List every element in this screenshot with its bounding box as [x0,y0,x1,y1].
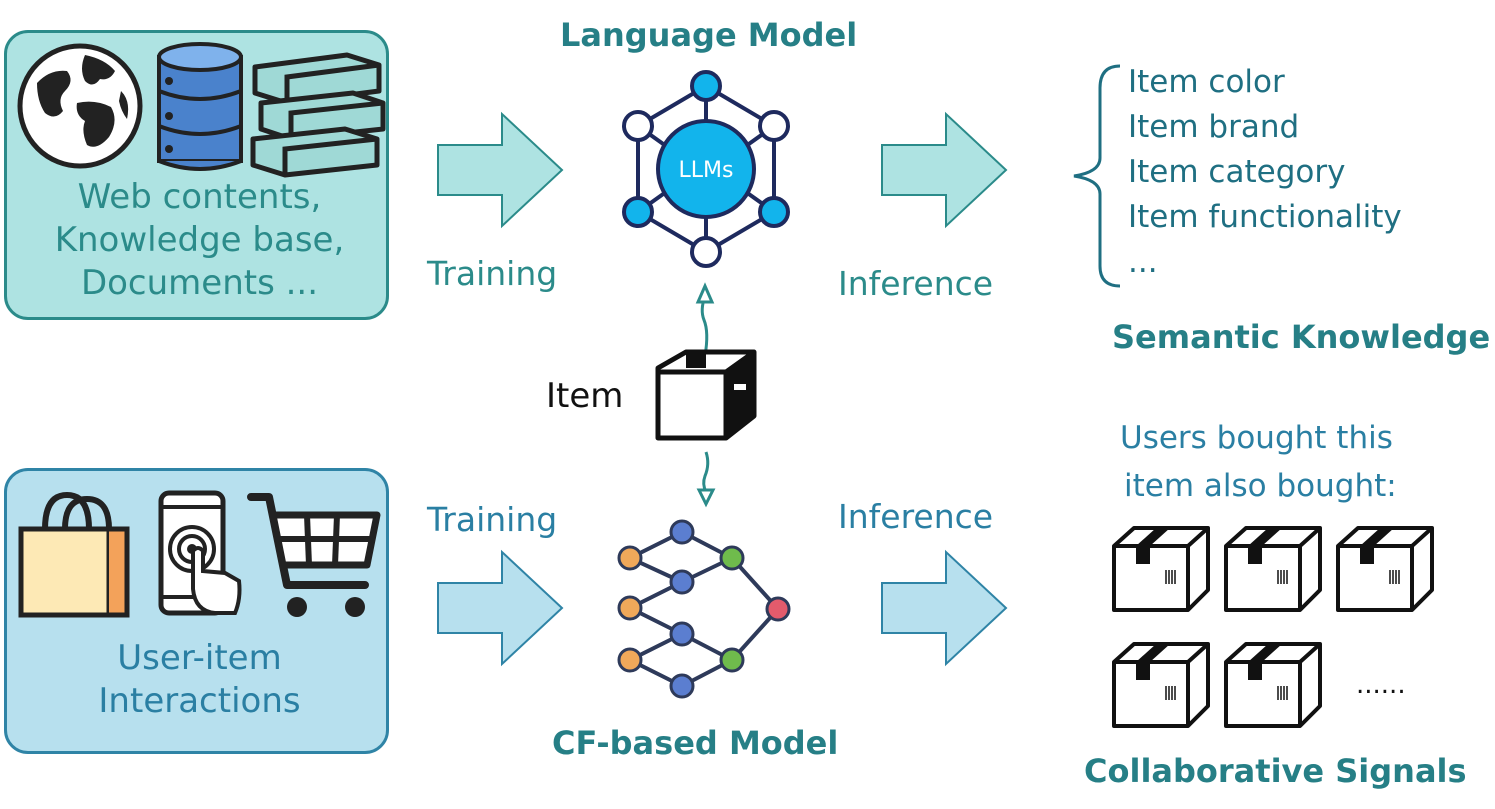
web-knowledge-source-box: Web contents, Knowledge base, Documents … [4,30,389,320]
semantic-item-3: Item category [1128,154,1346,190]
source-bottom-line-2: Interactions [98,681,301,721]
semantic-item-2: Item brand [1128,109,1300,145]
collaborative-signals-title: Collaborative Signals [1084,752,1467,790]
package-box-icon [1224,526,1322,612]
cf-model-title: CF-based Model [552,724,839,762]
item-label: Item [546,376,624,416]
semantic-item-5: ... [1128,244,1158,280]
semantic-item-4: Item functionality [1128,199,1402,235]
collab-ellipsis: ...... [1356,670,1406,700]
top-inference-label: Inference [838,264,994,303]
source-top-line-1: Web contents, [77,177,322,217]
package-box-icon [1336,526,1434,612]
bottom-training-label: Training [427,500,558,539]
shopping-cart-icon [247,493,381,617]
bottom-inference-label: Inference [838,497,994,536]
collab-caption-line-2: item also bought: [1124,468,1397,504]
source-top-line-2: Knowledge base, [54,220,345,260]
source-bottom-line-1: User-item [117,638,282,678]
user-item-interactions-box: User-item Interactions [4,468,389,754]
semantic-item-1: Item color [1128,64,1285,100]
database-icon [157,42,243,171]
source-top-line-3: Documents ... [80,263,319,303]
phone-tap-icon [158,490,242,616]
package-box-icon [1112,526,1210,612]
item-to-llm-connector [695,282,715,357]
shopping-bag-icon [18,491,130,618]
books-icon [250,52,386,178]
package-box-icon [1224,642,1322,728]
bottom-training-arrow [437,549,564,667]
package-box-icon [1112,642,1210,728]
cf-network-icon [617,519,791,699]
language-model-title: Language Model [560,16,858,54]
llm-center-label: LLMs [678,158,734,183]
top-training-label: Training [427,254,558,293]
top-inference-arrow [881,111,1008,229]
collab-caption-line-1: Users bought this [1120,420,1393,456]
item-box-icon [655,349,757,441]
globe-icon [17,43,143,169]
item-to-cf-connector [696,451,716,508]
bottom-inference-arrow [881,549,1008,667]
llm-core-node [656,119,756,219]
semantic-knowledge-title: Semantic Knowledge [1112,318,1491,356]
llm-network-icon [622,70,790,268]
semantic-brace-icon [1073,64,1121,288]
top-training-arrow [437,111,564,229]
